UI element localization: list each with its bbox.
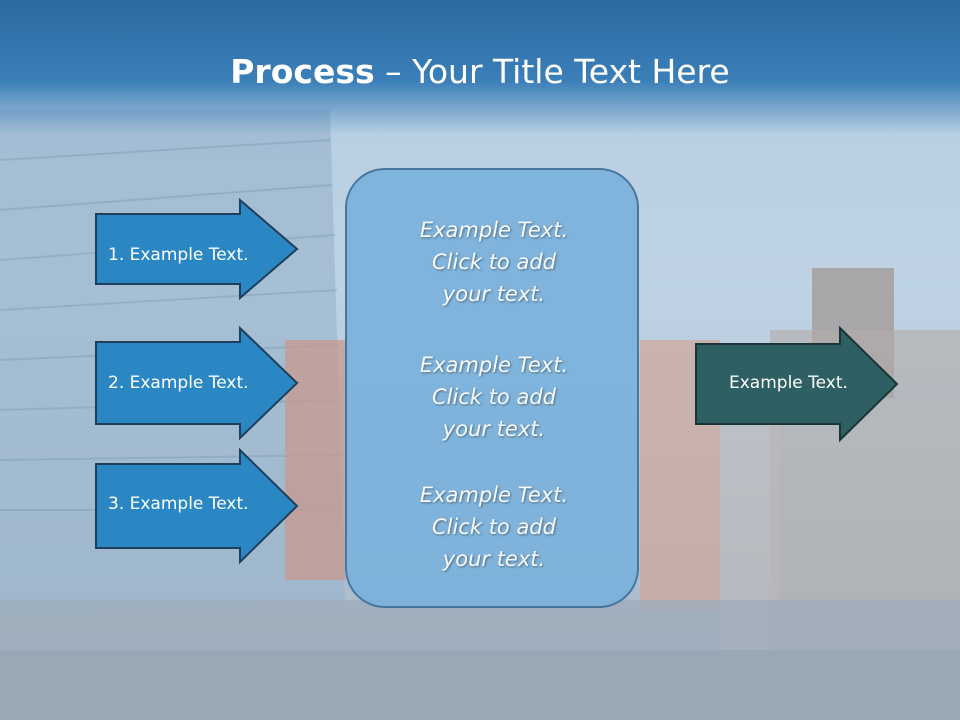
center-block-3-line1: Example Text. (419, 483, 569, 507)
arrow-2[interactable] (94, 326, 300, 440)
center-block-1-line3: your text. (442, 282, 546, 306)
title-band (0, 0, 960, 135)
center-block-1-line1: Example Text. (419, 218, 569, 242)
right-arrow-label: Example Text. (729, 373, 848, 393)
title-bold: Process (230, 52, 375, 91)
center-block-1: Example Text. Click to add your text. (347, 214, 641, 310)
arrow-1-label: 1. Example Text. (108, 245, 249, 265)
slide-title[interactable]: Process – Your Title Text Here (0, 52, 960, 91)
center-block-3: Example Text. Click to add your text. (347, 479, 641, 575)
center-text-box[interactable]: Example Text. Click to add your text. Ex… (345, 168, 639, 608)
arrow-3[interactable] (94, 448, 300, 564)
center-block-2-line2: Click to add (431, 385, 556, 409)
center-block-1-line2: Click to add (431, 250, 556, 274)
center-block-2-line1: Example Text. (419, 353, 569, 377)
arrow-2-label: 2. Example Text. (108, 373, 249, 393)
center-block-3-line2: Click to add (431, 515, 556, 539)
right-arrow[interactable] (694, 326, 900, 442)
title-rest: – Your Title Text Here (374, 52, 730, 91)
center-block-2-line3: your text. (442, 417, 546, 441)
arrow-3-label: 3. Example Text. (108, 494, 249, 514)
center-block-3-line3: your text. (442, 547, 546, 571)
center-block-2: Example Text. Click to add your text. (347, 349, 641, 445)
arrow-1[interactable] (94, 198, 300, 300)
